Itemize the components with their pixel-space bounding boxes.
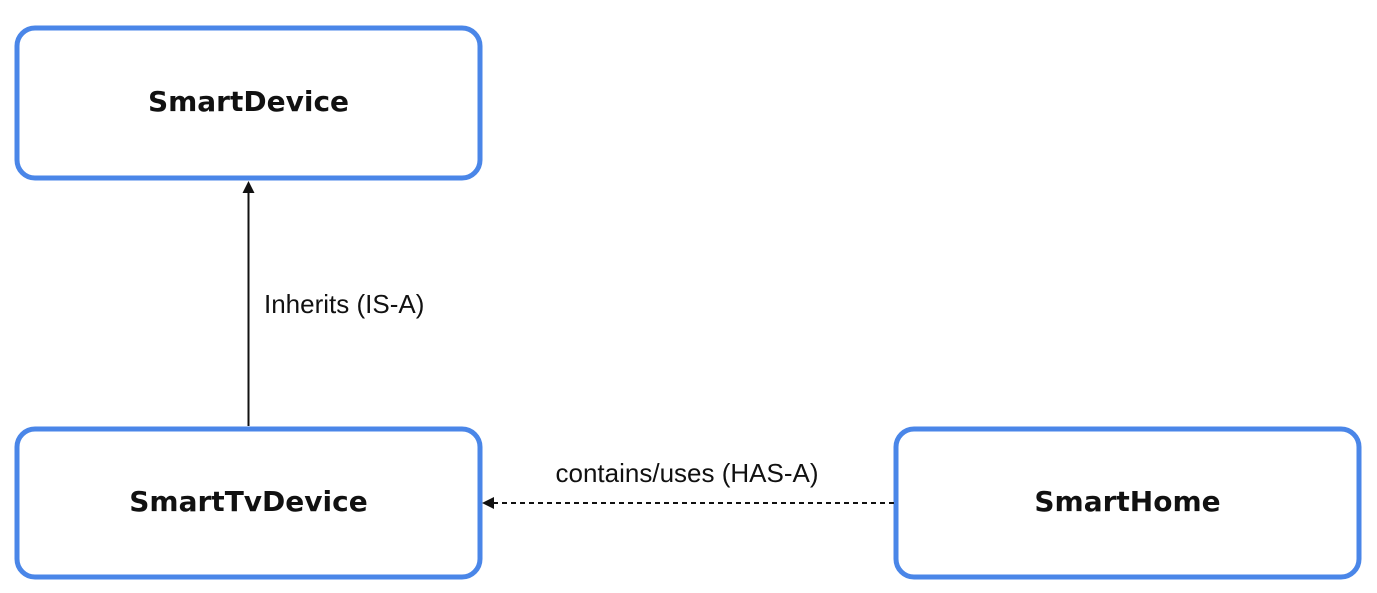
edge-has-a: contains/uses (HAS-A) [482,458,894,509]
node-smart-device: SmartDevice [14,25,483,181]
node-smart-device-label: SmartDevice [148,85,349,118]
node-smart-tv-device-box [14,426,483,580]
edge-inherits: Inherits (IS-A) [242,181,424,426]
node-smart-home-box [893,426,1362,580]
node-smart-home: SmartHome [893,426,1362,580]
has-a-label: contains/uses (HAS-A) [556,458,819,488]
node-smart-tv-device-label: SmartTvDevice [129,485,367,518]
node-smart-home-label: SmartHome [1034,485,1220,518]
node-smart-device-box [14,25,483,181]
inherits-label: Inherits (IS-A) [264,289,424,319]
node-smart-tv-device: SmartTvDevice [14,426,483,580]
